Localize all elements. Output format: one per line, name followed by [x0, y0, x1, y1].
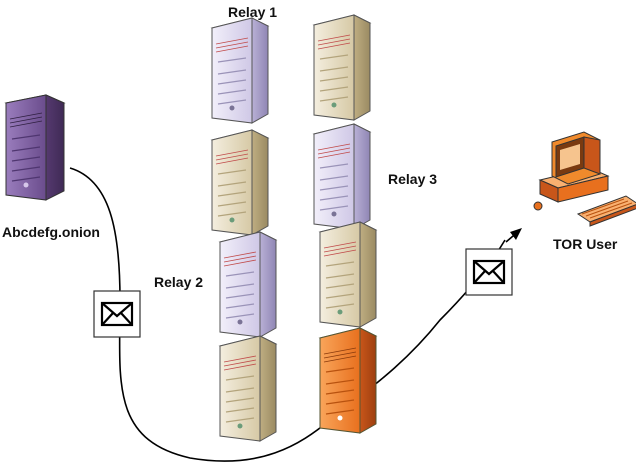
server-icon-r2a: [211, 129, 269, 236]
server-icon-active-relay: [319, 327, 377, 434]
relay-1-label: Relay 1: [228, 4, 278, 20]
server-icon-relay-3: [313, 123, 371, 230]
envelope-icon-left: [92, 289, 142, 339]
server-icon-relay-1a: [211, 17, 269, 124]
relay-2-label: Relay 2: [154, 274, 204, 290]
desktop-computer-icon: [533, 131, 636, 227]
onion-service-label: Abcdefg.onion: [2, 224, 100, 240]
server-icon-r4a: [219, 335, 277, 442]
server-icon-r3b: [319, 221, 377, 328]
envelope-icon-right: [464, 247, 514, 297]
server-icon-relay-2: [219, 231, 277, 338]
server-icon-r1b: [313, 14, 371, 121]
connector-line: [69, 167, 506, 462]
tor-user-label: TOR User: [553, 236, 618, 252]
server-icon-onion-service: [5, 94, 65, 201]
arrow-shaft: [505, 229, 521, 243]
relay-3-label: Relay 3: [388, 171, 438, 187]
